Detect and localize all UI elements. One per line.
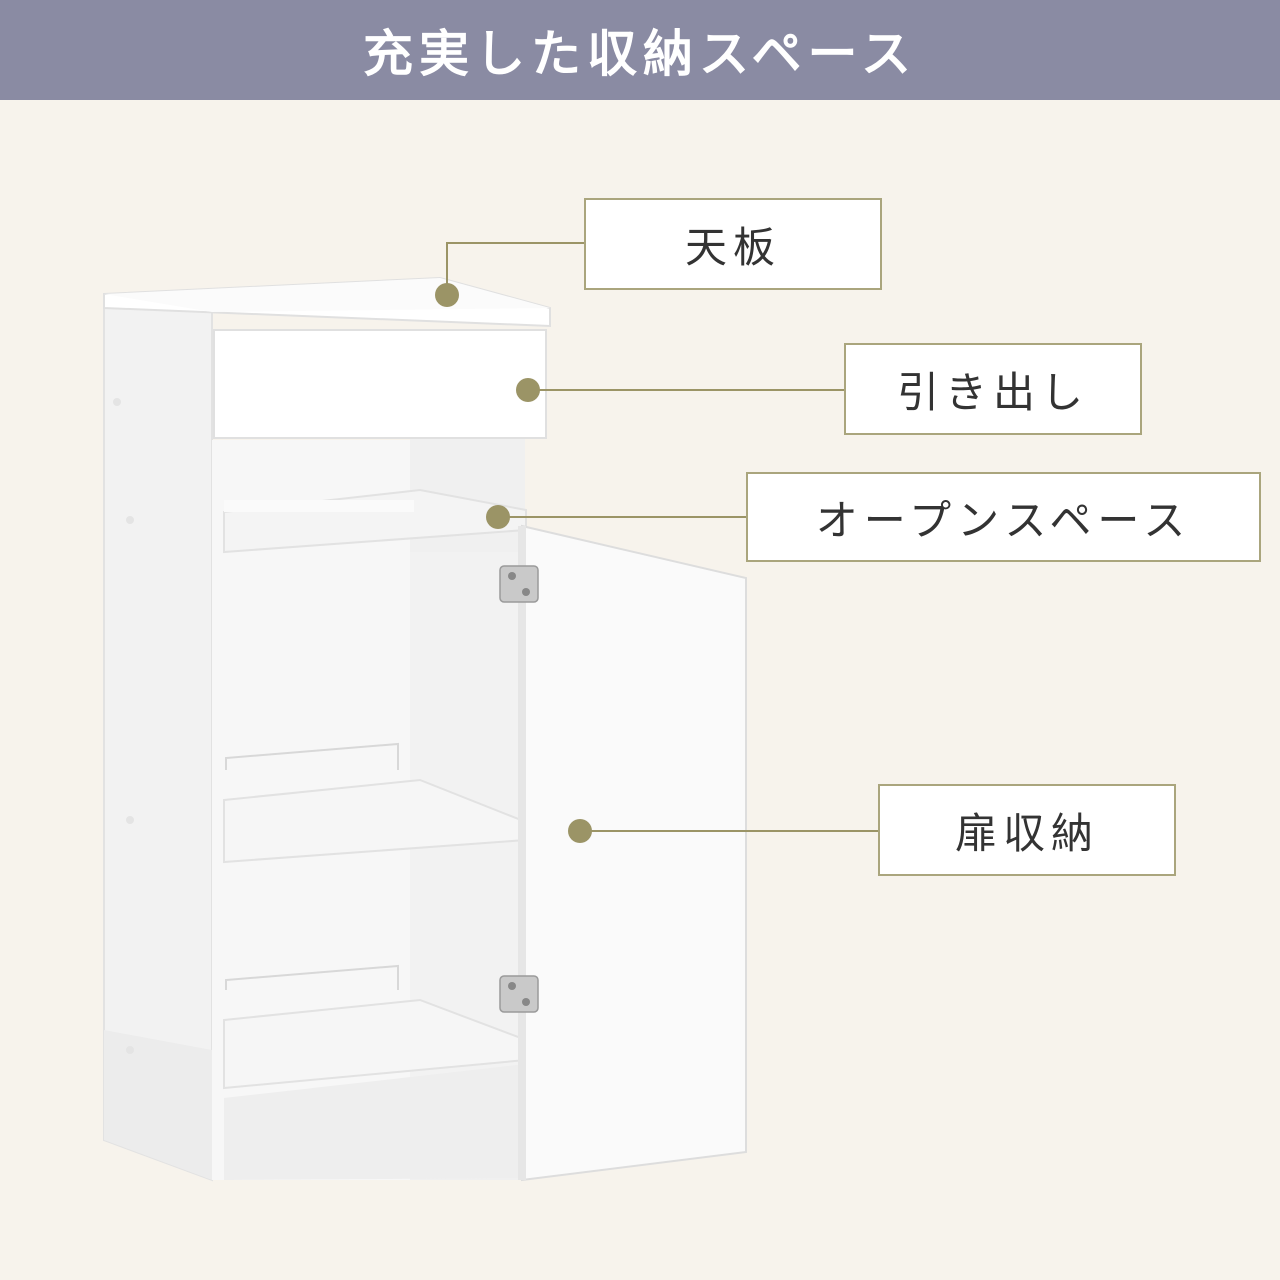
leader-line-drawer [528,389,846,391]
label-open-space: オープンスペース [746,472,1261,562]
label-door-storage: 扉収納 [878,784,1176,876]
label-drawer: 引き出し [844,343,1142,435]
marker-dot-top-board [435,283,459,307]
leader-line-door-storage [580,830,880,832]
label-top-board: 天板 [584,198,882,290]
marker-dot-door-storage [568,819,592,843]
leader-line-open-space [498,516,748,518]
marker-dot-drawer [516,378,540,402]
page-title: 充実した収納スペース [363,25,917,83]
leader-line-top-board [446,242,448,294]
marker-dot-open-space [486,505,510,529]
header-banner: 充実した収納スペース [0,0,1280,100]
leader-line-top-board [446,242,584,244]
